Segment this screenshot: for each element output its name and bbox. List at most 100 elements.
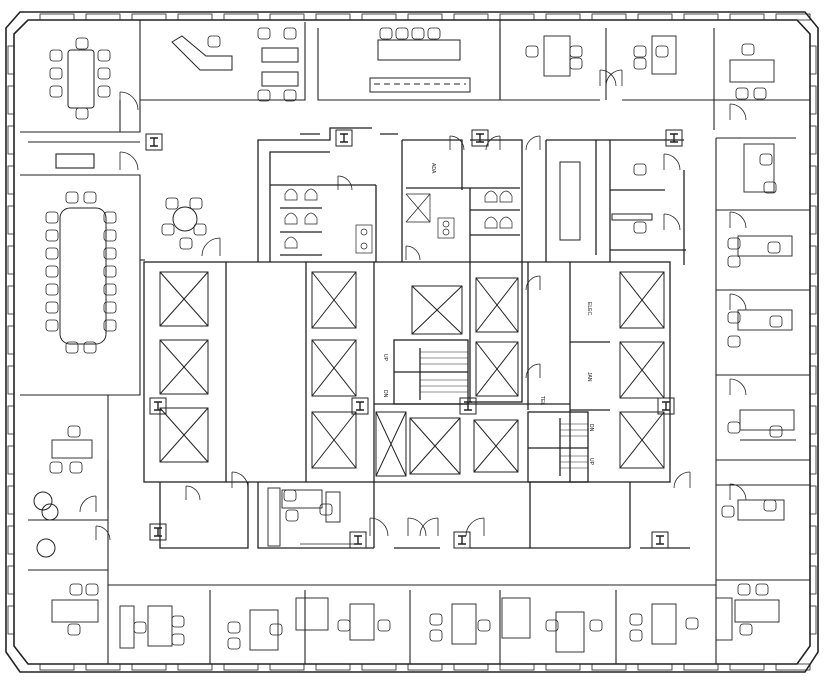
desk	[737, 235, 793, 257]
window-west	[7, 445, 15, 475]
elevator-cab	[375, 411, 407, 477]
elevator-cab	[159, 407, 209, 463]
door	[663, 213, 681, 231]
label-tel: TEL	[539, 396, 545, 405]
sw-round-seat-2	[41, 503, 59, 521]
elevator-x	[311, 411, 357, 469]
window-east	[809, 165, 817, 195]
window-east	[809, 365, 817, 395]
column-h	[150, 137, 158, 147]
door-arc	[663, 153, 681, 171]
window-east	[809, 485, 817, 515]
chair	[753, 87, 767, 100]
door-arc	[231, 471, 249, 489]
stair-treads	[420, 351, 588, 469]
chair	[545, 619, 559, 632]
label-jan: JAN	[586, 372, 592, 382]
elevator-box	[475, 277, 519, 333]
door-arc	[407, 517, 427, 537]
column	[453, 531, 471, 549]
desk	[739, 409, 795, 431]
door	[119, 91, 139, 111]
window-south	[453, 663, 489, 671]
elevator-x	[475, 341, 519, 397]
window-north	[545, 13, 581, 21]
window-west	[7, 125, 15, 155]
desk	[295, 597, 329, 631]
door	[185, 485, 201, 501]
column-h	[476, 133, 484, 143]
window-west	[7, 325, 15, 355]
door-swings	[79, 69, 747, 541]
column	[149, 397, 167, 415]
desk	[147, 605, 173, 647]
window-north	[223, 13, 259, 21]
elevator-box	[619, 271, 665, 329]
reception-desk	[171, 35, 233, 71]
core-planter	[611, 213, 653, 221]
elevator-x	[159, 271, 209, 327]
chair	[67, 623, 81, 636]
column-h	[356, 401, 364, 411]
chair	[569, 57, 583, 70]
desk	[267, 487, 281, 547]
chair	[257, 27, 271, 40]
elevator-x	[619, 341, 665, 399]
column-box	[453, 531, 471, 549]
elevator-x	[159, 407, 209, 463]
chair	[377, 619, 391, 632]
chair	[189, 197, 203, 210]
chair	[227, 637, 241, 650]
elevator-box	[473, 419, 519, 473]
elevator-cab	[619, 411, 665, 469]
chair	[45, 265, 59, 278]
chair	[171, 615, 185, 628]
chair	[65, 191, 79, 204]
chair	[45, 301, 59, 314]
window-north	[131, 13, 167, 21]
window-south	[223, 663, 259, 671]
chair	[83, 191, 97, 204]
chair	[395, 27, 409, 40]
window-west	[7, 165, 15, 195]
chair	[633, 163, 647, 176]
window-east	[809, 125, 817, 155]
chair	[633, 221, 647, 234]
structural-columns	[145, 129, 683, 549]
chair	[69, 583, 83, 596]
window-east	[809, 605, 817, 635]
desk	[715, 597, 733, 641]
column	[145, 133, 163, 151]
label-ada: ADA	[430, 163, 436, 174]
door-arc	[729, 211, 747, 229]
window-south	[407, 663, 443, 671]
column	[335, 129, 353, 147]
chair	[45, 283, 59, 296]
chair	[767, 241, 781, 254]
chair	[65, 341, 79, 354]
stair-up-right-label: UP	[588, 458, 594, 466]
window-north	[775, 13, 811, 21]
core-walls	[143, 127, 690, 549]
chair	[763, 499, 777, 512]
elevator-box	[311, 411, 357, 469]
window-west	[7, 205, 15, 235]
chair	[161, 223, 175, 236]
label-elec: ELEC.	[586, 302, 592, 316]
column	[657, 397, 675, 415]
elevator-x	[409, 417, 461, 475]
elevator-box	[619, 411, 665, 469]
lounge-table-b	[261, 71, 299, 87]
window-south	[39, 663, 75, 671]
chair	[49, 49, 63, 62]
door	[465, 517, 485, 537]
chair	[685, 617, 699, 630]
elevator-x	[619, 411, 665, 469]
chair	[411, 27, 425, 40]
door	[729, 483, 747, 501]
window-north	[269, 13, 305, 21]
chair	[283, 27, 297, 40]
elevator-x	[375, 411, 407, 477]
room-labels: ADA ELEC. JAN TEL UP DN DN UP	[382, 163, 594, 466]
door-arc	[369, 517, 389, 537]
